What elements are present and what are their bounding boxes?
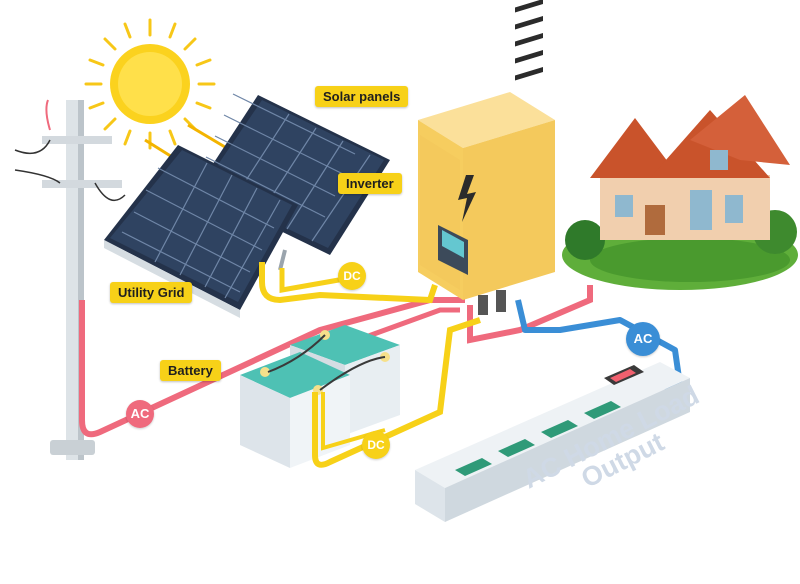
outlet-icon (455, 401, 621, 476)
utility-pole (14, 99, 126, 460)
utility-grid-label: Utility Grid (110, 282, 193, 303)
battery-bank (240, 325, 400, 468)
dc-wire-battery (312, 317, 481, 468)
dc-wire-panels-2 (279, 268, 351, 293)
house-illustration (562, 95, 798, 290)
dc-panels-badge: DC (338, 262, 366, 290)
ac-grid-badge: AC (126, 400, 154, 428)
solar-panel-front (104, 145, 298, 318)
battery-label: Battery (160, 360, 221, 381)
solar-panel-back (196, 93, 390, 271)
power-switch-icon (604, 365, 644, 385)
power-strip (415, 362, 690, 522)
ac-home-badge: AC (626, 322, 660, 356)
lightning-icon (458, 175, 476, 222)
sun-icon (84, 18, 216, 150)
inverter-label: Inverter (338, 173, 402, 194)
solar-panels-label: Solar panels (315, 86, 409, 107)
inverter-unit (418, 0, 555, 315)
ac-wire-house (467, 285, 593, 344)
dc-battery-badge: DC (362, 431, 390, 459)
dc-wire-panels (259, 262, 438, 304)
ac-wire-grid (79, 297, 465, 438)
